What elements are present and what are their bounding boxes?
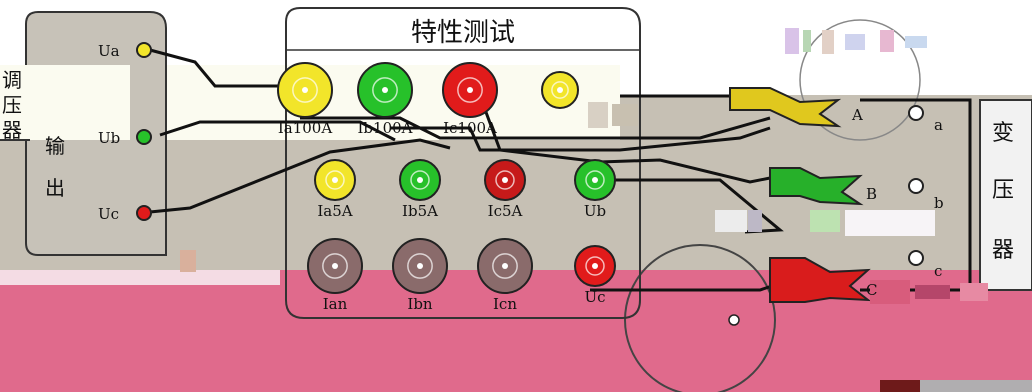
jack-ib5a-ring: [410, 170, 430, 190]
jack-ua-ring: [551, 81, 569, 99]
jack-ic5a-label: Ic5A: [488, 202, 523, 220]
wires: [149, 48, 972, 292]
grey-corner-block: [920, 380, 1032, 392]
jack-ia100a-ring: [292, 77, 318, 103]
jack-ic5a[interactable]: Ic5A: [484, 159, 526, 220]
transformer-label-2: 压: [992, 178, 1014, 203]
jack-ia100a-pin: [302, 87, 308, 93]
jack-ib100a[interactable]: Ib100A: [357, 62, 413, 137]
jack-ibn[interactable]: Ibn: [392, 238, 448, 313]
jack-ia100a[interactable]: Ia100A: [277, 62, 333, 137]
jack-ic100a-ring: [457, 77, 483, 103]
jack-ib100a-label: Ib100A: [358, 119, 413, 137]
secondary-label-c: c: [934, 262, 942, 280]
primary-label-a: A: [851, 106, 863, 124]
lower-dial-outline: [624, 244, 776, 392]
secondary-label-a: a: [934, 116, 943, 134]
jack-icn-label: Icn: [493, 295, 517, 313]
jack-ia5a-ring: [325, 170, 345, 190]
jack-ic5a-pin: [502, 177, 508, 183]
jack-ian-ring: [322, 253, 348, 279]
jack-uc-pin: [592, 263, 598, 269]
jack-ua[interactable]: [541, 71, 579, 109]
jack-icn-ring: [492, 253, 518, 279]
primary-label-b: B: [866, 185, 877, 203]
regulator-sub-1: 输: [45, 134, 65, 158]
regulator-label-1: 调: [2, 68, 22, 92]
jack-uc[interactable]: Uc: [574, 245, 616, 306]
wire-ub-jack: [590, 178, 784, 234]
transformer-box: [979, 99, 1032, 291]
regulator-sub-2: 出: [45, 176, 65, 200]
terminal-a[interactable]: [908, 105, 924, 121]
test-panel-outline: [285, 7, 641, 319]
clamp-b[interactable]: [769, 167, 864, 206]
jack-ib100a-pin: [382, 87, 388, 93]
noise-artifacts: [180, 28, 988, 304]
jack-ub-ring: [585, 170, 605, 190]
wire-ub: [159, 120, 396, 142]
transformer-label-1: 变: [992, 121, 1014, 146]
regulator-label-3: 器: [2, 118, 22, 142]
jack-ia5a-pin: [332, 177, 338, 183]
wire-ib: [390, 126, 771, 152]
jack-icn-pin: [502, 263, 508, 269]
jack-ic100a-label: Ic100A: [443, 119, 497, 137]
lower-dial-dot: [728, 314, 740, 326]
jack-ibn-label: Ibn: [407, 295, 433, 313]
jack-uc-ring: [585, 256, 605, 276]
clamp-a[interactable]: [729, 87, 842, 128]
upper-dial-outline: [799, 19, 921, 141]
dark-corner-block: [880, 380, 920, 392]
regulator-label-2: 压: [2, 93, 22, 117]
jack-ib5a[interactable]: Ib5A: [399, 159, 441, 220]
jack-ic100a[interactable]: Ic100A: [442, 62, 498, 137]
clamp-c[interactable]: [769, 257, 872, 303]
jack-ub-pin: [592, 177, 598, 183]
jack-ia100a-label: Ia100A: [278, 119, 332, 137]
jack-ibn-pin: [417, 263, 423, 269]
jack-ia5a[interactable]: Ia5A: [314, 159, 356, 220]
terminal-c[interactable]: [908, 250, 924, 266]
wire-ic: [478, 95, 771, 184]
secondary-label-b: b: [934, 194, 944, 212]
jack-ib100a-ring: [372, 77, 398, 103]
regulator-output-uc: Uc: [98, 205, 119, 223]
jack-ibn-ring: [407, 253, 433, 279]
regulator-output-ua: Ua: [98, 42, 120, 60]
primary-label-c: C: [866, 281, 877, 299]
regulator-terminal-ua[interactable]: [136, 42, 152, 58]
wire-ia: [300, 116, 771, 140]
wire-ua: [149, 48, 280, 88]
jack-ub[interactable]: Ub: [574, 159, 616, 220]
regulator-terminal-uc[interactable]: [136, 205, 152, 221]
jack-ib5a-pin: [417, 177, 423, 183]
jack-ua-pin: [557, 87, 563, 93]
jack-ian[interactable]: Ian: [307, 238, 363, 313]
jack-icn[interactable]: Icn: [477, 238, 533, 313]
jack-ub-label: Ub: [584, 202, 606, 220]
jack-ian-label: Ian: [323, 295, 348, 313]
jack-ib5a-label: Ib5A: [402, 202, 438, 220]
transformer-label-3: 器: [992, 238, 1014, 263]
regulator-output-ub: Ub: [98, 129, 120, 147]
terminal-b[interactable]: [908, 178, 924, 194]
panel-title: 特性测试: [411, 18, 515, 48]
wire-uc: [149, 138, 451, 214]
jack-ia5a-label: Ia5A: [317, 202, 352, 220]
jack-ian-pin: [332, 263, 338, 269]
jack-ic5a-ring: [495, 170, 515, 190]
regulator-terminal-ub[interactable]: [136, 129, 152, 145]
jack-ic100a-pin: [467, 87, 473, 93]
regulator-cream-patch: [0, 65, 130, 140]
jack-uc-label: Uc: [584, 288, 605, 306]
